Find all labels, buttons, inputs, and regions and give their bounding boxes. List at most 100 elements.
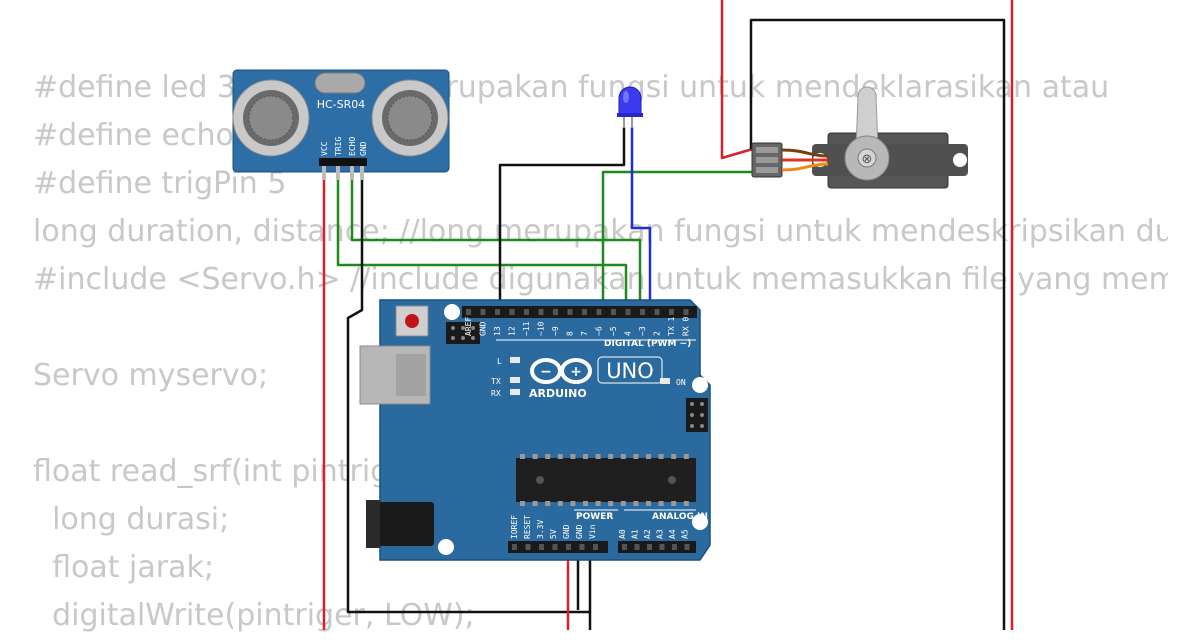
sensor-pin-gnd: GND (359, 141, 368, 156)
servo-screw-icon: ⊗ (862, 152, 873, 167)
analog-header-slot (659, 544, 665, 550)
chip-pin (570, 501, 576, 506)
chip-dot-right (668, 476, 676, 484)
onboard-led-l (510, 357, 520, 363)
wire-blue-led (630, 127, 652, 311)
chip-pin (583, 454, 588, 459)
power-header-slot (593, 544, 598, 550)
sensor-pin-echo: ECHO (348, 137, 357, 156)
digital-pin-label: ~3 (638, 326, 647, 336)
chip-pin (557, 454, 563, 459)
code-line: #include <Servo.h> //include digunakan u… (33, 262, 1168, 297)
digital-pin-label: ~9 (551, 326, 560, 336)
uno-label: UNO (606, 359, 654, 383)
chip-pin (658, 501, 664, 506)
power-header-slot (579, 544, 585, 550)
logo-plus-icon: + (570, 364, 582, 380)
digital-pin-label: 13 (493, 326, 502, 336)
sensor-pin-leg-3 (350, 166, 354, 180)
analog-header-slot (672, 544, 677, 550)
chip-pin (633, 454, 639, 459)
power-pin-label: Vin (588, 524, 597, 539)
digital-pin-label: ~5 (609, 326, 618, 336)
code-line: long duration, distance; //long merupaka… (33, 214, 1168, 249)
chip-pins-bottom (520, 501, 689, 506)
chip-pin (520, 501, 525, 506)
digital-pin-label: 8 (566, 331, 575, 336)
sensor-right-mesh (387, 95, 433, 141)
chip-pin (532, 501, 538, 506)
digital-header-slot (611, 309, 616, 315)
chip-pin (532, 454, 538, 459)
digital-pin-label: 2 (653, 331, 662, 336)
digital-header (462, 306, 697, 318)
onboard-led-on (660, 378, 670, 384)
sensor-pin-vcc: VCC (320, 141, 329, 156)
digital-header-slots (466, 309, 689, 315)
digital-header-slot (654, 309, 660, 315)
digital-pin-label: RX 0 (682, 317, 691, 336)
chip-pin (595, 454, 601, 459)
chip-pin (620, 501, 626, 506)
analog-header-slot (622, 544, 627, 550)
led-label-l: L (497, 357, 502, 366)
code-line: #define trigPin 5 (33, 166, 287, 201)
digital-pin-label: AREF (464, 317, 473, 336)
wire-black-sensor-gnd (346, 168, 592, 630)
arduino-brand: ARDUINO (529, 387, 587, 400)
power-pin-label: 3.3V (536, 520, 545, 539)
chip-pin (545, 501, 551, 506)
servo-cable-brown (781, 148, 829, 158)
sensor-pin-leg-2 (336, 166, 340, 180)
servo-motor: ⊗ (751, 86, 968, 189)
arduino-mount-hole-1 (444, 304, 460, 320)
led-label-rx: RX (491, 389, 501, 398)
digital-header-slot (640, 309, 645, 315)
wire-green-sensor-trig (336, 168, 628, 311)
code-line: #define echo (33, 118, 234, 153)
power-pin-label: 5V (549, 529, 558, 539)
digital-header-slot (567, 309, 573, 315)
servo-mount-hole-right (953, 153, 967, 167)
chip-pin (671, 501, 677, 506)
wire-black-led (498, 127, 626, 311)
bottom-header-slots (512, 544, 690, 550)
chip-pin (671, 454, 677, 459)
sensor-pin-leg-4 (360, 166, 364, 180)
digital-header-slot (509, 309, 515, 315)
power-header-slot (512, 544, 517, 550)
arduino-infinity-logo (530, 358, 592, 384)
reset-button-cap (405, 314, 419, 328)
digital-pin-label: 7 (580, 331, 589, 336)
chip-pin (683, 501, 689, 506)
led-label-tx: TX (491, 377, 501, 386)
digital-header-slot (538, 309, 544, 315)
chip-pin (683, 454, 689, 459)
analog-pin-label: A3 (656, 529, 665, 539)
digital-pin-label: ~6 (595, 326, 604, 336)
servo-cable-orange (781, 162, 829, 172)
usb-port-inner (396, 354, 426, 396)
digital-header-slot (495, 309, 500, 315)
led-rim (617, 113, 643, 117)
chip-pin (646, 454, 651, 459)
servo-mount-tab (812, 144, 968, 176)
sensor-label: HC-SR04 (317, 98, 366, 111)
sensor-pin-leg-1 (322, 166, 326, 180)
ultrasonic-sensor: HC-SR04 VCC TRIG ECHO GND (232, 69, 450, 180)
uno-badge (597, 356, 663, 384)
arduino-mount-hole-4 (438, 539, 454, 555)
digital-header-slot (553, 309, 558, 315)
analog-pin-label: A5 (681, 529, 690, 539)
chip-pin (595, 501, 601, 506)
sensor-pin-trig: TRIG (334, 137, 343, 156)
digital-pin-label: 4 (624, 331, 633, 336)
analog-label: ANALOG IN (652, 512, 708, 522)
digital-header-slot (669, 309, 674, 315)
chip-pin (557, 501, 563, 506)
digital-pin-label: 12 (508, 326, 517, 336)
code-line: long durasi; (33, 502, 230, 537)
